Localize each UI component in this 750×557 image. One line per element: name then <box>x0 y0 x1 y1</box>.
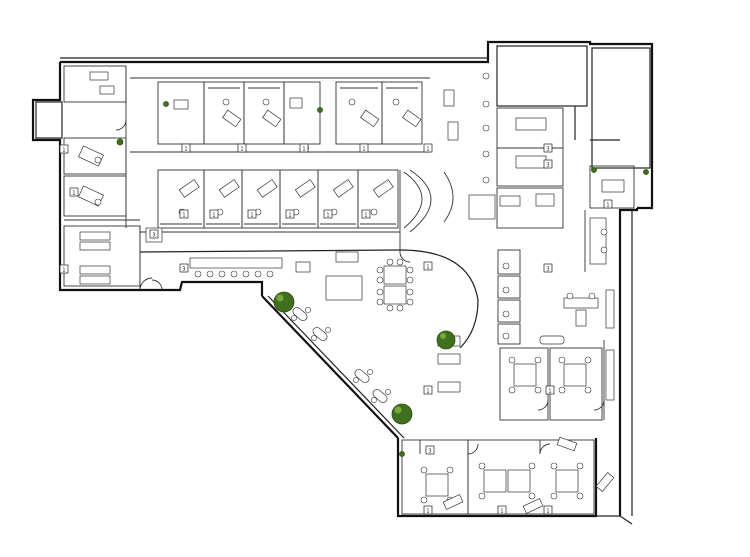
room-tag: 3 <box>149 229 159 239</box>
landscape-trees <box>116 101 649 457</box>
room-tag: 1 <box>423 143 433 153</box>
svg-text:1: 1 <box>72 191 75 197</box>
room-tag: 1 <box>209 209 219 219</box>
room-tag: 3 <box>543 143 553 153</box>
room-tag: 1 <box>497 505 507 515</box>
svg-text:1: 1 <box>182 213 185 219</box>
interior-partitions <box>63 65 635 515</box>
room-tag: 1 <box>237 143 247 153</box>
room-tag: 1 <box>181 143 191 153</box>
svg-text:1: 1 <box>62 148 65 154</box>
exterior-walls <box>31 40 654 525</box>
room-tag: 3 <box>543 263 553 273</box>
south-wall <box>396 438 598 518</box>
room-tag: 1 <box>423 385 433 395</box>
tree-icon <box>391 403 413 425</box>
room-tag: 1 <box>423 261 433 271</box>
east-wall <box>618 208 639 516</box>
room-tag: 1 <box>361 209 371 219</box>
svg-text:1: 1 <box>426 147 429 153</box>
conference-tables <box>376 258 615 514</box>
svg-text:1: 1 <box>240 147 243 153</box>
svg-text:1: 1 <box>426 265 429 271</box>
svg-text:1: 1 <box>546 509 549 515</box>
svg-text:1: 1 <box>302 147 305 153</box>
room-tag: 3 <box>543 159 553 169</box>
svg-text:1: 1 <box>548 389 551 395</box>
svg-text:1: 1 <box>362 147 365 153</box>
north-wall <box>60 40 654 210</box>
tree-icon <box>436 330 456 350</box>
svg-text:3: 3 <box>546 267 549 273</box>
room-tag: 3 <box>179 263 189 273</box>
svg-text:3: 3 <box>546 163 549 169</box>
room-tag: 1 <box>59 264 69 274</box>
room-tag: 1 <box>323 209 333 219</box>
svg-text:1: 1 <box>326 213 329 219</box>
svg-text:1: 1 <box>288 213 291 219</box>
svg-text:1: 1 <box>184 147 187 153</box>
svg-text:3: 3 <box>182 267 185 273</box>
room-tag: 1 <box>179 209 189 219</box>
svg-text:1: 1 <box>606 203 609 209</box>
room-tag: 1 <box>299 143 309 153</box>
svg-text:1: 1 <box>364 213 367 219</box>
room-tag: 1 <box>69 187 79 197</box>
door-swings <box>115 119 605 455</box>
south-west-wall <box>140 280 264 296</box>
svg-text:1: 1 <box>426 509 429 515</box>
svg-text:3: 3 <box>152 233 155 239</box>
svg-text:3: 3 <box>546 147 549 153</box>
room-tag: 1 <box>543 505 553 515</box>
cafe-tables <box>291 307 391 403</box>
room-tag: 1 <box>545 385 555 395</box>
tree-icon <box>273 291 295 313</box>
svg-text:1: 1 <box>426 389 429 395</box>
svg-text:1: 1 <box>62 268 65 274</box>
room-tag: 3 <box>425 445 435 455</box>
exam-room-furniture <box>78 71 625 401</box>
room-tag: 1 <box>603 199 613 209</box>
room-tags: 1 1 1 1 1 1 1 1 1 1 1 1 1 1 1 1 1 1 1 1 … <box>59 143 613 515</box>
diagonal-wall <box>261 295 399 439</box>
west-wall <box>31 62 140 292</box>
room-tag: 1 <box>59 144 69 154</box>
room-tag: 1 <box>359 143 369 153</box>
svg-text:1: 1 <box>500 509 503 515</box>
room-tag: 1 <box>285 209 295 219</box>
room-tag: 1 <box>423 505 433 515</box>
svg-text:1: 1 <box>212 213 215 219</box>
room-tag: 1 <box>247 209 257 219</box>
svg-text:1: 1 <box>250 213 253 219</box>
svg-text:3: 3 <box>428 449 431 455</box>
